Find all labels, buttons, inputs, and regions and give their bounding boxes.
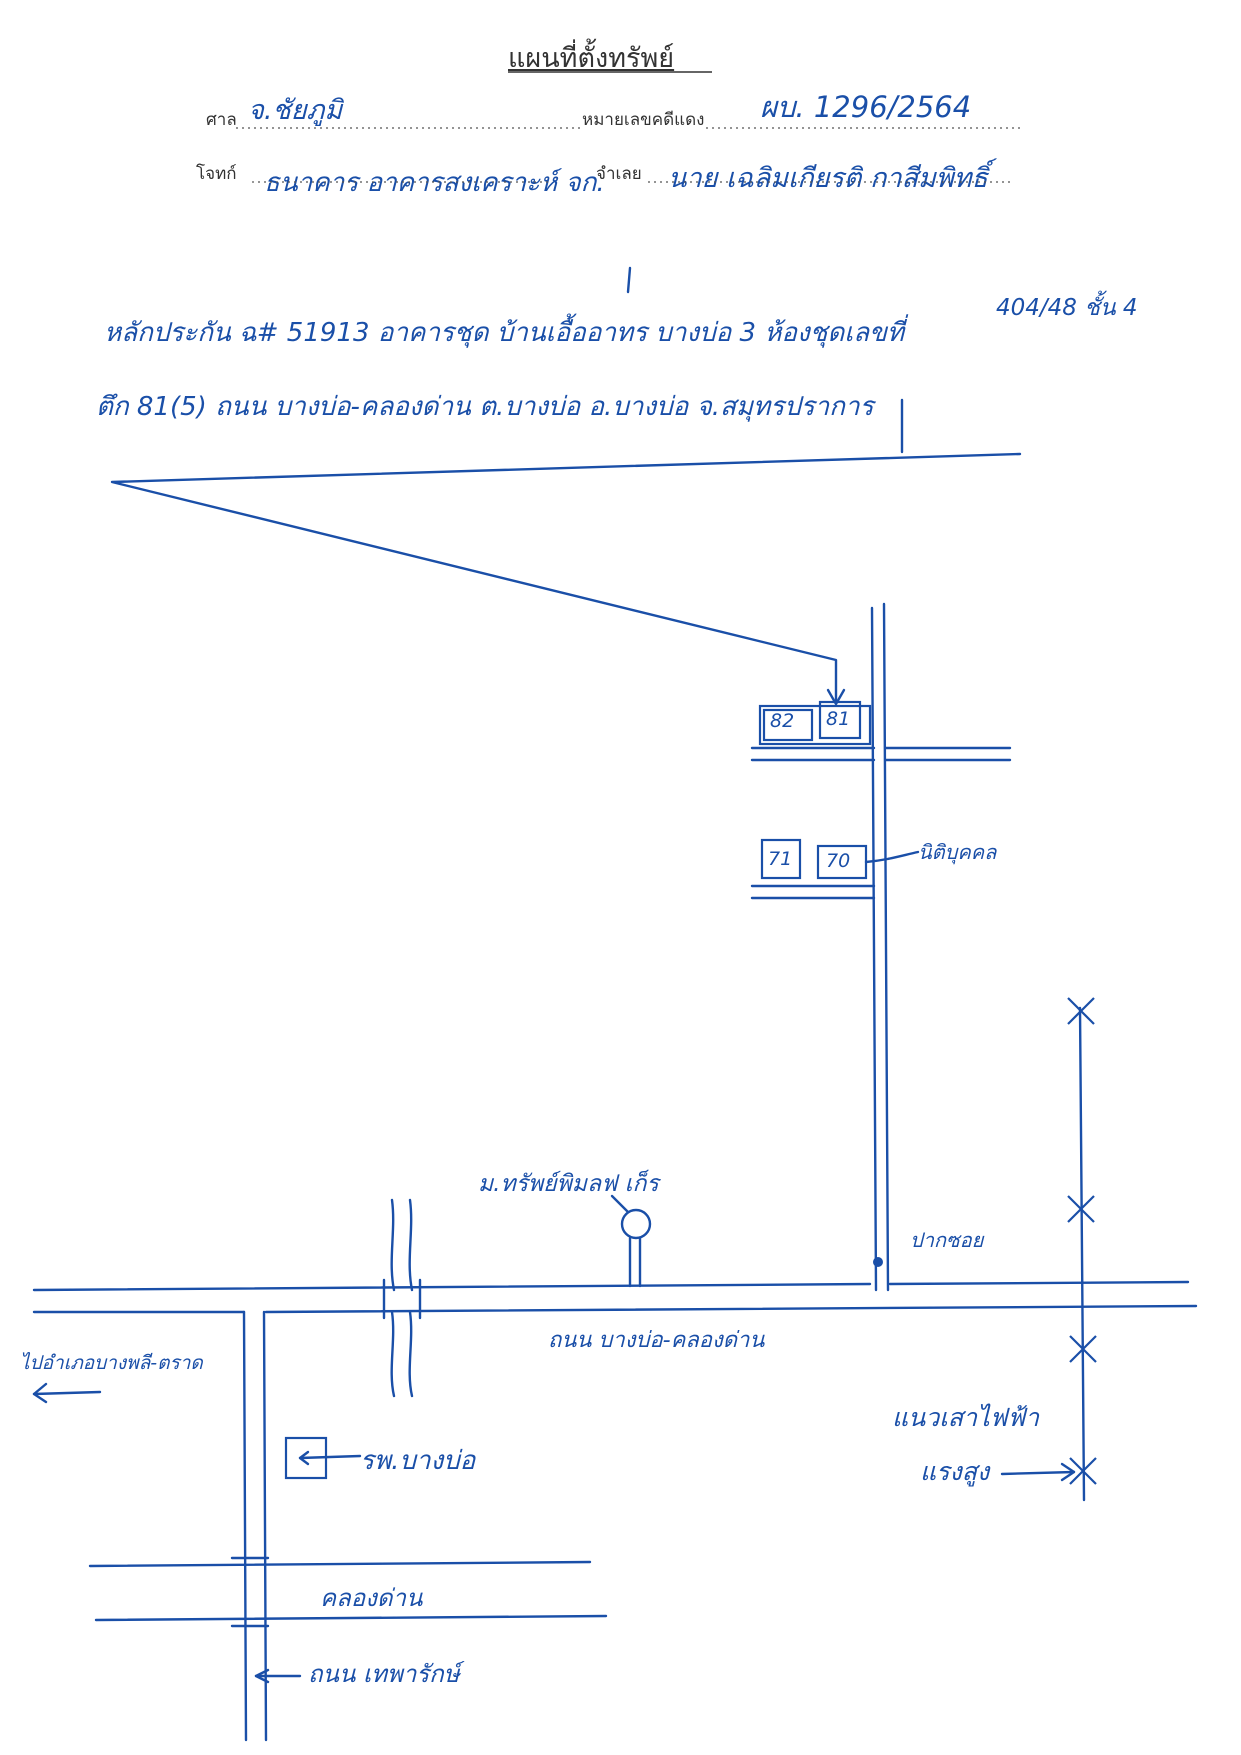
- canal-vertical-lower: [390, 1310, 414, 1398]
- property-line-1: หลักประกัน ฉ# 51913 อาคารชุด บ้านเอื้ออา…: [104, 318, 905, 348]
- canal-label: คลองด่าน: [320, 1584, 423, 1612]
- main-road-label: ถนน บางบ่อ-คลองด่าน: [548, 1328, 765, 1353]
- building-71-label: 71: [768, 848, 793, 870]
- direction-label: ไปอำเภอบางพลี-ตราด: [20, 1352, 203, 1374]
- unit-fraction: 404/48 ชั้น 4: [996, 295, 1138, 321]
- plaintiff-label: โจทก์: [196, 164, 237, 184]
- case-label: หมายเลขคดีแดง: [582, 110, 705, 130]
- guard-label: นิติบุคคล: [918, 840, 997, 864]
- defendant-label: จำเลย: [596, 164, 642, 184]
- pointer-line: [110, 452, 1022, 702]
- pointer-arrow-icon: [826, 688, 846, 706]
- case-value: ผบ. 1296/2564: [760, 90, 972, 124]
- main-road-lower-edge: [264, 1304, 1198, 1314]
- soi-road-left-edge: [870, 606, 878, 1292]
- direction-arrow-icon: [32, 1390, 102, 1396]
- building-82-label: 82: [770, 710, 795, 732]
- page-title: แผนที่ตั้งทรัพย์: [508, 43, 675, 74]
- building-81-label: 81: [826, 708, 851, 730]
- main-road-upper-edge: [32, 1282, 872, 1292]
- side-road-left-edge: [242, 1310, 248, 1742]
- court-value: จ.ชัยภูมิ: [248, 95, 343, 126]
- canal-upper-bank: [88, 1560, 592, 1568]
- building-81: [818, 700, 862, 740]
- road2-label: ถนน เทพารักษ์: [308, 1660, 460, 1688]
- defendant-value: นาย เฉลิมเกียรติ กาสีมพิทธิ์: [668, 163, 988, 194]
- power-line-label-1: แนวเสาไฟฟ้า: [892, 1403, 1040, 1432]
- property-line-2: ตึก 81(5) ถนน บางบ่อ-คลองด่าน ต.บางบ่อ อ…: [96, 392, 874, 422]
- school-label: ม.ทรัพย์พิมลฟ เก็ร: [478, 1171, 659, 1197]
- building-71: [760, 838, 802, 880]
- soi-road-right-edge: [882, 602, 890, 1292]
- soi-mouth-marker: [873, 1257, 883, 1267]
- court-label: ศาล: [206, 110, 237, 130]
- plaintiff-value: ธนาคาร อาคารสงเคราะห์ จก.: [264, 168, 605, 198]
- power-line: [1078, 1006, 1086, 1502]
- hospital-label: รพ.บางบ่อ: [360, 1446, 476, 1476]
- main-road-upper-edge-right: [888, 1280, 1190, 1286]
- guard-pointer: [864, 850, 920, 864]
- power-line-label-2: แรงสูง: [920, 1457, 990, 1486]
- building-block-upper: [758, 704, 872, 746]
- power-pole-markers: [1067, 997, 1097, 1485]
- canal-lower-bank: [94, 1614, 608, 1622]
- building-82: [762, 708, 814, 742]
- side-road-right-edge: [262, 1310, 268, 1742]
- soi-label: ปากซอย: [910, 1228, 984, 1252]
- building-70-label: 70: [826, 850, 851, 872]
- canal-vertical-upper: [390, 1198, 414, 1292]
- school-marker-icon: [620, 1208, 652, 1240]
